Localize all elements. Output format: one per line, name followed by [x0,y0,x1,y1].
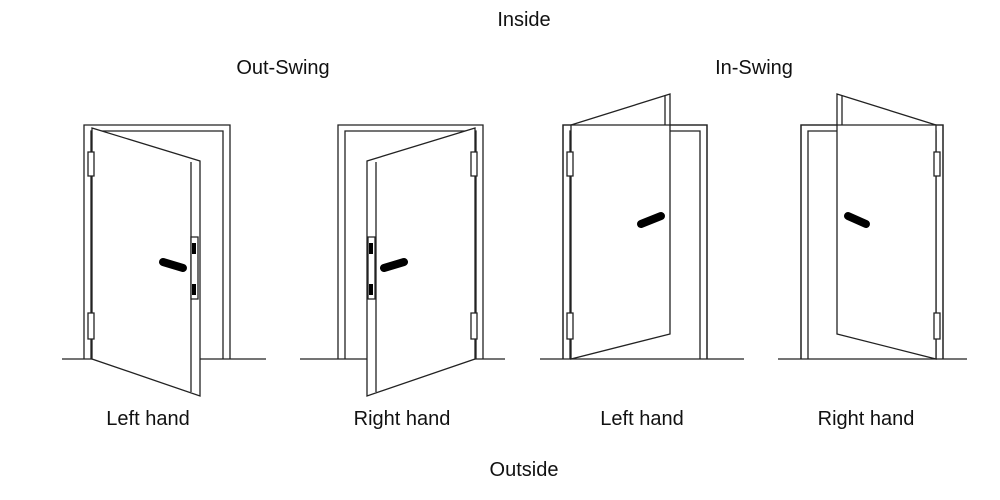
door-out-swing-left-hand [62,125,266,396]
door-frame-outer-front [801,125,943,359]
door-caption: Right hand [353,408,451,430]
latch-plate-icon [191,237,198,299]
door-caption: Left hand [600,408,684,430]
hinge-icon [88,152,94,176]
door-handle-icon [848,216,866,224]
latch-plate-icon [368,237,375,299]
door-leaf [837,94,936,359]
in-swing-heading: In-Swing [715,57,793,79]
hinge-icon [567,313,573,339]
out-swing-heading: Out-Swing [236,57,330,79]
door-frame-outer-front [563,125,707,359]
door-handle-icon [163,262,183,268]
latch-icon [192,243,196,254]
door-leaf [92,128,200,396]
door-caption: Right hand [817,408,915,430]
door-frame-inner [345,131,476,359]
door-frame-inner [91,131,223,359]
door-in-swing-left-hand [540,94,744,359]
door-leaf [367,128,475,396]
door-in-swing-right-hand [778,94,967,359]
door-handle-icon [641,216,661,224]
hinge-icon [567,152,573,176]
inside-label: Inside [497,9,551,31]
door-frame-outer [84,125,230,359]
latch-icon [369,284,373,295]
hinge-icon [88,313,94,339]
hinge-icon [934,152,940,176]
latch-icon [192,284,196,295]
door-out-swing-right-hand [300,125,505,396]
door-leaf [571,94,670,359]
outside-label: Outside [489,459,559,481]
door-handle-icon [384,262,404,268]
hinge-icon [471,313,477,339]
door-frame-outer [338,125,483,359]
latch-icon [369,243,373,254]
hinge-icon [471,152,477,176]
door-caption: Left hand [106,408,190,430]
hinge-icon [934,313,940,339]
